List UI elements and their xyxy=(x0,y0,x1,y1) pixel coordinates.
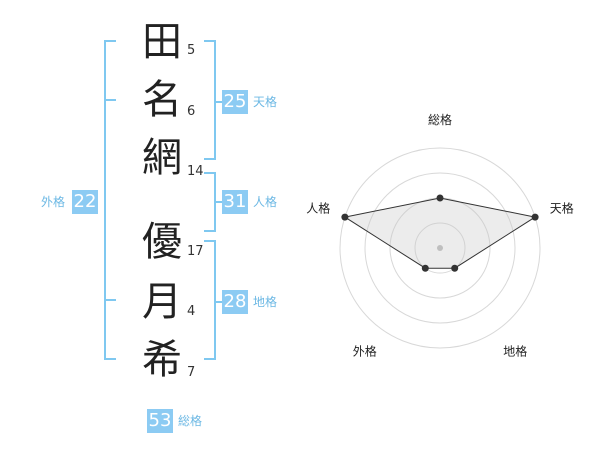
stroke-count-2: 6 xyxy=(187,104,196,119)
gai-bracket-tick-2 xyxy=(104,299,116,301)
ten-kaku-value: 25 xyxy=(222,90,248,114)
gai-kaku-label: 外格 xyxy=(41,195,66,209)
chi-kaku-value: 28 xyxy=(222,290,248,314)
stroke-count-5: 4 xyxy=(187,304,196,319)
radar-axis-label-5: 人格 xyxy=(306,200,330,215)
radar-point-2 xyxy=(531,213,539,221)
radar-point-5 xyxy=(341,213,349,221)
so-kaku-label: 総格 xyxy=(178,414,203,428)
radar-axis-label-2: 天格 xyxy=(550,200,574,215)
radar-value-polygon xyxy=(343,197,537,269)
radar-axis-label-1: 総格 xyxy=(428,112,452,127)
jin-bracket-top xyxy=(204,172,216,174)
radar-point-3 xyxy=(451,264,459,272)
gai-bracket-vertical xyxy=(104,40,106,360)
gai-bracket-tick-1 xyxy=(104,99,116,101)
name-char-6: 希 xyxy=(142,337,182,383)
gai-kaku-value: 22 xyxy=(72,190,98,214)
chi-kaku-label: 地格 xyxy=(253,295,278,309)
radar-point-1 xyxy=(436,194,444,202)
ten-bracket-top xyxy=(204,40,216,42)
name-char-5: 月 xyxy=(142,279,182,325)
jin-kaku-label: 人格 xyxy=(253,195,278,209)
stroke-count-4: 17 xyxy=(187,244,204,259)
name-char-3: 網 xyxy=(142,135,182,181)
chi-bracket-connector xyxy=(214,301,222,303)
name-char-2: 名 xyxy=(142,77,182,123)
radar-axis-label-4: 外格 xyxy=(353,344,377,359)
radar-axis-label-3: 地格 xyxy=(503,344,527,359)
ten-bracket-vertical xyxy=(214,40,216,160)
jin-bracket-bottom xyxy=(204,230,216,232)
chi-bracket-top xyxy=(204,240,216,242)
so-kaku-value: 53 xyxy=(147,409,173,433)
radar-grid-ring-4 xyxy=(339,147,541,349)
stroke-count-3: 14 xyxy=(187,164,204,179)
name-char-4: 優 xyxy=(142,219,182,265)
radar-center-dot xyxy=(437,245,443,251)
stroke-count-6: 7 xyxy=(187,365,196,380)
radar-grid-ring-1 xyxy=(414,222,466,274)
gai-bracket-bottom xyxy=(104,358,116,360)
name-char-1: 田 xyxy=(142,19,182,65)
ten-kaku-label: 天格 xyxy=(253,95,278,109)
stroke-count-1: 5 xyxy=(187,43,196,58)
ten-bracket-connector xyxy=(214,101,222,103)
chi-bracket-vertical xyxy=(214,240,216,360)
radar-grid-ring-3 xyxy=(364,172,516,324)
jin-bracket-connector xyxy=(214,201,222,203)
chi-bracket-bottom xyxy=(204,358,216,360)
gai-bracket-top xyxy=(104,40,116,42)
ten-bracket-bottom xyxy=(204,158,216,160)
jin-kaku-value: 31 xyxy=(222,190,248,214)
radar-point-4 xyxy=(421,264,429,272)
